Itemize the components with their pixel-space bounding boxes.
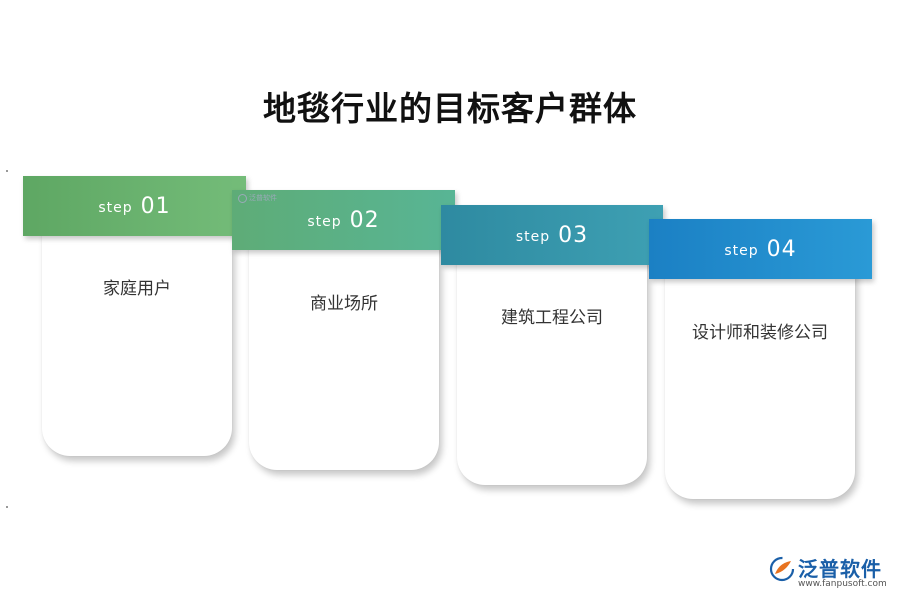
brand-name: 泛普软件 [798, 557, 882, 581]
page-title: 地毯行业的目标客户群体 [263, 89, 637, 128]
step-card-2: 商业场所 [249, 240, 439, 470]
watermark-text: 泛普软件 [249, 194, 277, 202]
step-card-4-label: 设计师和装修公司 [692, 323, 828, 343]
step-banner-1-word: step [98, 199, 133, 216]
step-banner-1: step 01 [23, 176, 246, 236]
step-banner-4-number: 04 [766, 236, 797, 262]
step-card-1: 家庭用户 [42, 226, 232, 456]
step-banner-3-word: step [515, 228, 551, 245]
corner-mark-bottom [6, 506, 8, 508]
step-banner-3: step 03 [441, 205, 663, 265]
step-card-2-label: 商业场所 [310, 294, 378, 314]
step-banner-4: step 04 [649, 219, 872, 279]
step-card-4: 设计师和装修公司 [665, 269, 855, 499]
step-banner-3-number: 03 [558, 222, 589, 248]
step-card-3: 建筑工程公司 [457, 255, 647, 485]
watermark-icon [238, 193, 247, 203]
step-card-3-label: 建筑工程公司 [501, 308, 603, 328]
watermark: 泛普软件 [238, 193, 277, 203]
step-banner-2: step 02 [232, 190, 455, 250]
step-card-1-label: 家庭用户 [103, 279, 171, 299]
brand-url: www.fanpusoft.com [798, 579, 887, 589]
step-banner-4-word: step [724, 242, 759, 259]
brand-logo: 泛普软件 www.fanpusoft.com [768, 553, 892, 593]
step-banner-1-number: 01 [140, 193, 171, 219]
leaf-circle-icon [769, 556, 795, 582]
step-banner-2-number: 02 [349, 207, 380, 233]
corner-mark-top [6, 170, 8, 172]
step-banner-2-word: step [307, 213, 342, 230]
